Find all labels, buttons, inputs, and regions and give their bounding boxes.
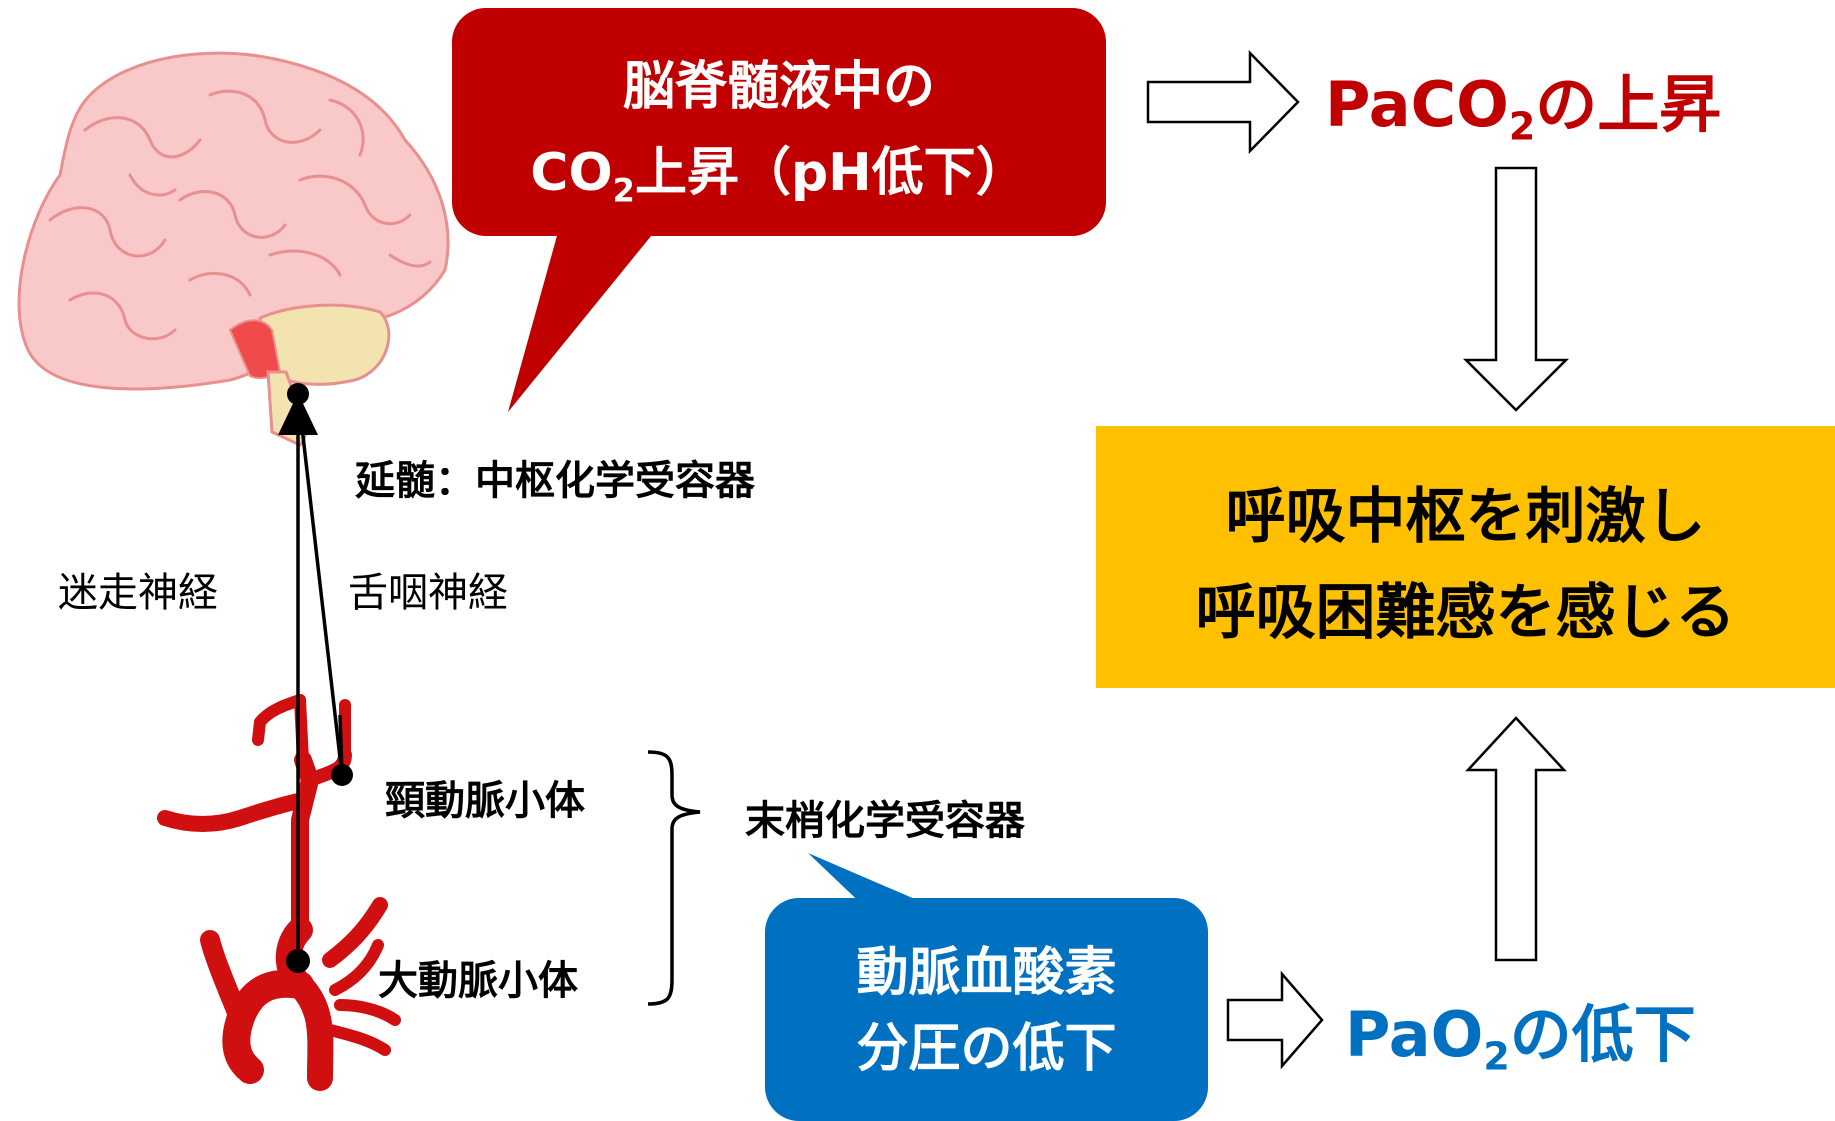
csf-co2-line2: CO2上昇（pH低下） xyxy=(452,130,1106,209)
arrow-right-top xyxy=(1146,49,1300,155)
brain-icon xyxy=(17,51,450,447)
paco2-rise-label: PaCO2の上昇 xyxy=(1325,54,1721,148)
medulla-label: 延髄：中枢化学受容器 xyxy=(355,458,755,504)
paco2-subscript: 2 xyxy=(1508,104,1536,149)
artery-icon xyxy=(157,694,401,1091)
arrow-right-bottom xyxy=(1226,970,1324,1070)
arterial-o2-bubble: 動脈血酸素 分圧の低下 xyxy=(765,898,1208,1121)
peripheral-chemoreceptor-label: 末梢化学受容器 xyxy=(745,798,1025,844)
csf-co2-subscript: 2 xyxy=(612,171,635,210)
nerve-arrowhead xyxy=(278,393,318,435)
paco2-prefix: PaCO xyxy=(1325,68,1509,141)
glossopharyngeal-nerve-line xyxy=(298,409,344,776)
aortic-body-dot xyxy=(286,949,310,973)
carotid-body-label: 頸動脈小体 xyxy=(385,778,585,824)
csf-co2-bubble: 脳脊髄液中の CO2上昇（pH低下） xyxy=(452,8,1106,236)
pao2-suffix: の低下 xyxy=(1509,998,1696,1071)
vagus-nerve-label: 迷走神経 xyxy=(58,570,218,616)
csf-co2-suffix: 上昇（pH低下） xyxy=(634,143,1028,203)
glossopharyngeal-nerve-label: 舌咽神経 xyxy=(348,570,508,616)
pao2-subscript: 2 xyxy=(1483,1034,1510,1079)
red-bubble-tail xyxy=(508,225,660,412)
respiratory-center-line1: 呼吸中枢を刺激し xyxy=(1225,482,1706,552)
respiratory-center-line2: 呼吸困難感を感じる xyxy=(1195,578,1736,648)
csf-co2-prefix: CO xyxy=(530,143,613,203)
medulla-dot xyxy=(287,383,309,405)
pao2-prefix: PaO xyxy=(1345,998,1484,1071)
arrow-up xyxy=(1465,716,1567,962)
respiratory-center-box: 呼吸中枢を刺激し 呼吸困難感を感じる xyxy=(1096,426,1835,688)
carotid-body-dot xyxy=(331,764,353,786)
pao2-drop-label: PaO2の低下 xyxy=(1345,984,1696,1078)
arterial-o2-line2: 分圧の低下 xyxy=(856,1019,1117,1079)
blue-bubble-tail xyxy=(808,853,945,912)
csf-co2-line1: 脳脊髄液中の xyxy=(622,57,935,117)
paco2-suffix: の上昇 xyxy=(1535,68,1722,141)
arterial-o2-line1: 動脈血酸素 xyxy=(856,943,1117,1003)
curly-bracket xyxy=(647,750,701,1006)
aortic-body-label: 大動脈小体 xyxy=(378,958,578,1004)
arrow-down xyxy=(1462,166,1570,412)
